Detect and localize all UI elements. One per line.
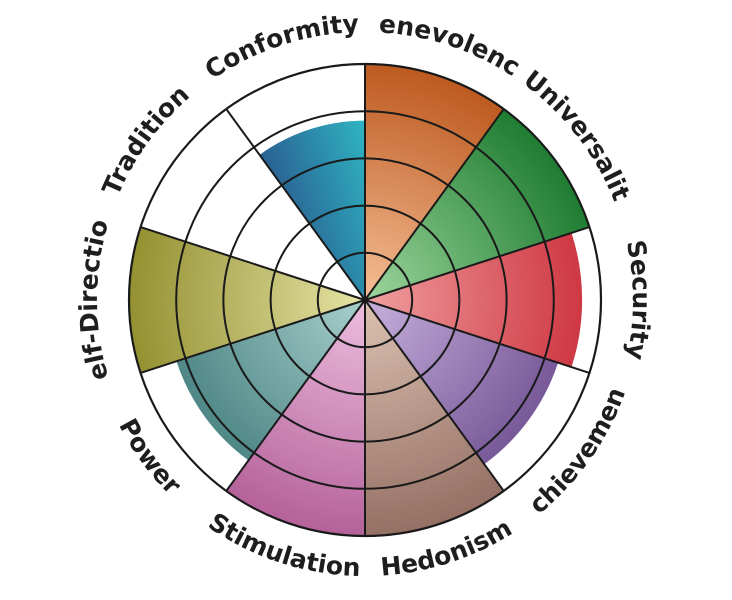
wedge-hedonism [365,300,504,536]
spokes-group [140,64,590,536]
spoke-8 [140,299,366,374]
wedge-power [176,300,365,461]
wedge-benevolence [365,64,504,300]
spoke-10 [225,108,366,301]
label-self-direction: Self-Direction [0,0,114,384]
label-security: Security [621,238,656,362]
spoke-9 [140,226,366,301]
spoke-2 [364,108,505,301]
wedge-universality [365,109,590,300]
wedge-security [365,232,583,368]
wedge-stimulation [226,300,365,536]
spoke-3 [364,226,590,301]
spoke-4 [364,299,590,374]
wedge-achievement [365,300,559,465]
wedge-conformity [259,120,365,300]
spoke-7 [225,299,366,492]
spoke-5 [364,299,505,492]
wedge-self-direction [128,227,365,373]
